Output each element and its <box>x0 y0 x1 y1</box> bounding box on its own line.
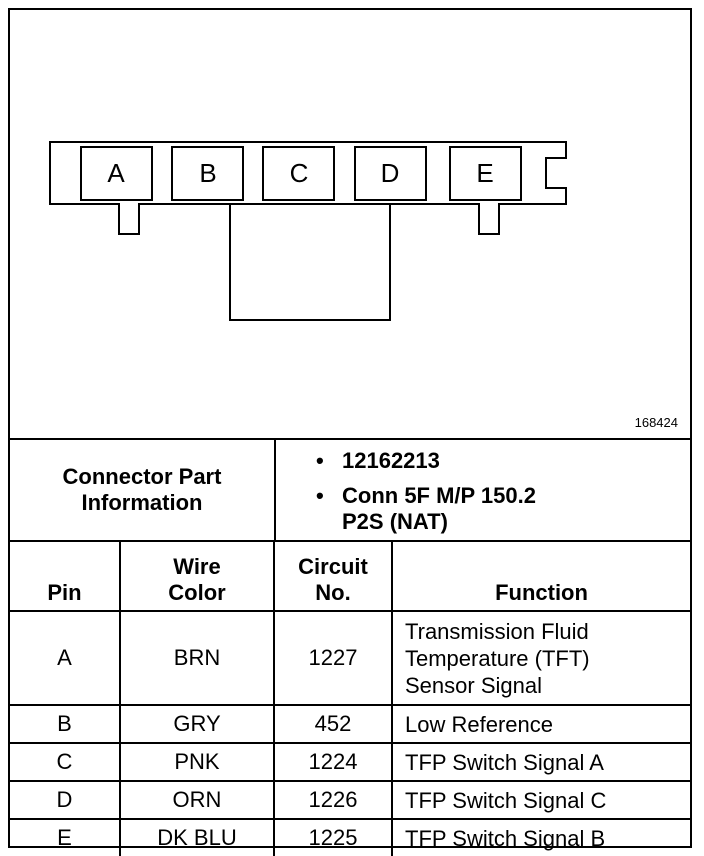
table-row: D ORN 1226 TFP Switch Signal C <box>10 780 690 820</box>
connector-part-info-list: • 12162213 • Conn 5F M/P 150.2 P2S (NAT) <box>276 440 690 540</box>
table-row: A BRN 1227 Transmission Fluid Temperatur… <box>10 610 690 706</box>
cavity-a <box>80 146 153 201</box>
pin-cell: D <box>10 780 121 820</box>
figure-id: 168424 <box>634 415 678 430</box>
circuit-cell: 1227 <box>273 610 393 706</box>
header-pin: Pin <box>10 540 121 612</box>
circuit-cell: 452 <box>273 704 393 744</box>
connector-body <box>49 141 567 235</box>
wire-color-cell: GRY <box>119 704 275 744</box>
function-cell: TFP Switch Signal B <box>391 818 690 856</box>
header-function: Function <box>391 540 690 612</box>
wire-color-cell: PNK <box>119 742 275 782</box>
cavity-label-b: B <box>199 158 216 188</box>
connector-part-info-label: Connector Part Information <box>10 440 276 540</box>
info-label-line2: Information <box>81 490 203 515</box>
cavity-c <box>262 146 335 201</box>
connector-frame: A B C D E 168424 Connector Part Informat… <box>8 8 692 856</box>
connector-description-line1: Conn 5F M/P 150.2 <box>342 483 536 508</box>
part-number-item: • 12162213 <box>316 448 690 474</box>
cavity-d <box>354 146 427 201</box>
circuit-cell: 1226 <box>273 780 393 820</box>
circuit-cell: 1225 <box>273 818 393 856</box>
table-row: E DK BLU 1225 TFP Switch Signal B <box>10 818 690 856</box>
function-cell: TFP Switch Signal C <box>391 780 690 820</box>
cavity-label-e: E <box>476 158 493 188</box>
bullet-icon: • <box>316 483 324 508</box>
pin-cell: A <box>10 610 121 706</box>
table-row: B GRY 452 Low Reference <box>10 704 690 744</box>
info-label-line1: Connector Part <box>62 464 222 489</box>
jumper-b-d <box>229 204 391 321</box>
cavity-b <box>171 146 244 201</box>
cavity-label-d: D <box>381 158 400 188</box>
cavity-label-a: A <box>107 158 125 188</box>
connector-part-info: Connector Part Information • 12162213 • … <box>10 438 690 540</box>
cavity-e <box>449 146 522 201</box>
function-cell: Low Reference <box>391 704 690 744</box>
wire-color-cell: ORN <box>119 780 275 820</box>
connector-face-diagram: A B C D E <box>49 141 567 321</box>
pin-cell: C <box>10 742 121 782</box>
wire-color-cell: DK BLU <box>119 818 275 856</box>
pin-cell: E <box>10 818 121 856</box>
connector-description-line2: P2S (NAT) <box>342 509 448 534</box>
bullet-icon: • <box>316 448 324 473</box>
cavity-label-c: C <box>290 158 309 188</box>
connector-description-item: • Conn 5F M/P 150.2 P2S (NAT) <box>316 483 690 535</box>
circuit-cell: 1224 <box>273 742 393 782</box>
table-row: C PNK 1224 TFP Switch Signal A <box>10 742 690 782</box>
function-cell: TFP Switch Signal A <box>391 742 690 782</box>
part-number: 12162213 <box>342 448 440 473</box>
wire-color-cell: BRN <box>119 610 275 706</box>
function-cell: Transmission Fluid Temperature (TFT) Sen… <box>391 610 690 706</box>
pin-cell: B <box>10 704 121 744</box>
